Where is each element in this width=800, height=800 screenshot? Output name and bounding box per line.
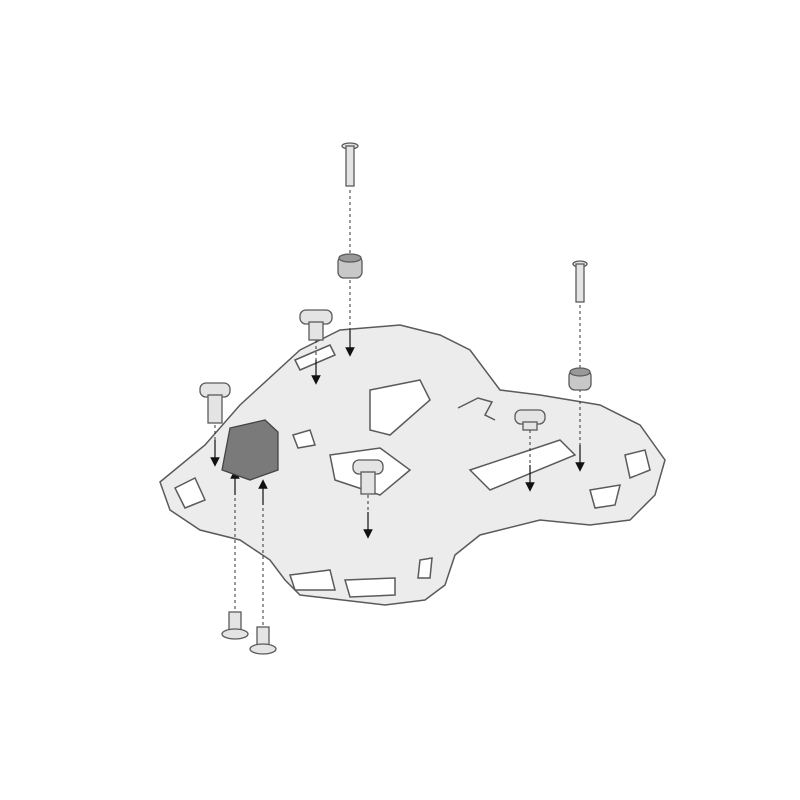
knob <box>199 382 231 424</box>
cutout <box>292 429 316 449</box>
cutout <box>624 449 651 480</box>
cutout <box>173 476 207 509</box>
screw <box>249 626 277 655</box>
rubber-pad <box>221 419 279 481</box>
screw <box>221 611 249 640</box>
arrows <box>210 330 585 539</box>
cutout <box>344 577 396 598</box>
cutout <box>417 557 433 579</box>
spacer <box>568 367 592 391</box>
rack-plate <box>159 324 666 606</box>
knob <box>299 309 333 341</box>
cutout <box>589 484 622 509</box>
knob <box>352 459 384 495</box>
cutout <box>369 379 431 436</box>
bolt <box>572 260 588 303</box>
spacer <box>337 253 363 279</box>
cutout <box>288 569 336 591</box>
cutout <box>293 344 337 371</box>
bolt <box>341 142 359 187</box>
logo-mark <box>457 397 496 421</box>
knob <box>514 409 546 431</box>
